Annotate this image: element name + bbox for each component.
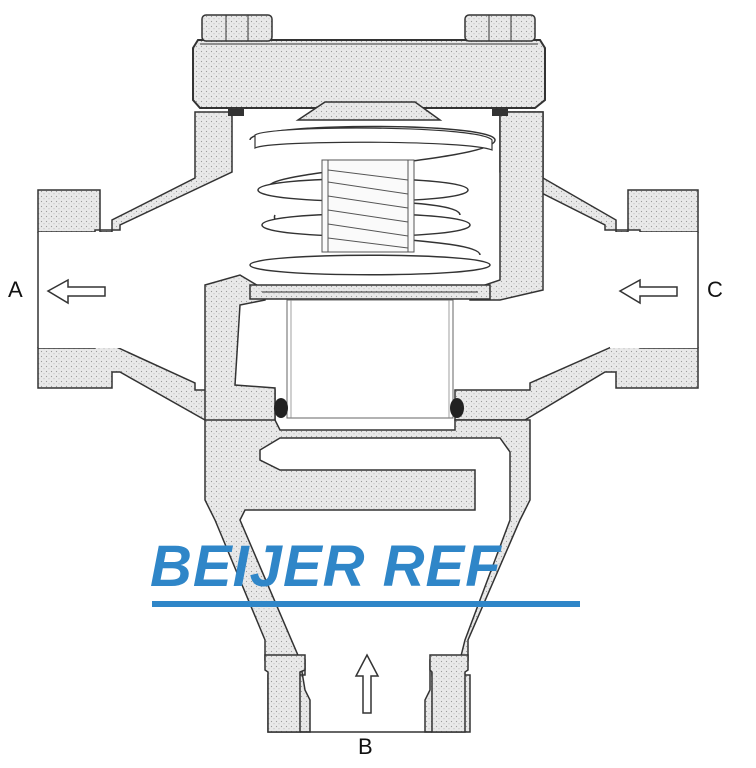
outlet-left-wall [264, 654, 306, 733]
spring-retainer [295, 101, 443, 121]
bolt-right [464, 14, 536, 42]
port-label-a: A [8, 277, 23, 302]
arrow-left-icon [618, 278, 678, 305]
brand-watermark-underline [152, 601, 580, 607]
arrow-left-icon [46, 278, 106, 305]
left-port-body [37, 111, 233, 233]
piston-cylinder [286, 299, 454, 419]
gasket-right [492, 108, 508, 116]
port-label-c: C [707, 277, 723, 302]
inner-spring [321, 159, 415, 253]
bolt-left [201, 14, 273, 42]
bonnet-cover [192, 39, 546, 109]
right-inner-wall [469, 111, 544, 301]
right-port-lower-body [454, 344, 699, 421]
seal-left [274, 398, 288, 418]
outlet-right-wall [429, 654, 469, 733]
port-label-b: B [358, 734, 373, 759]
brand-watermark: BEIJER REF [150, 534, 502, 599]
arrow-up-icon [354, 653, 380, 714]
gasket-left [228, 108, 244, 116]
seal-right [450, 398, 464, 418]
